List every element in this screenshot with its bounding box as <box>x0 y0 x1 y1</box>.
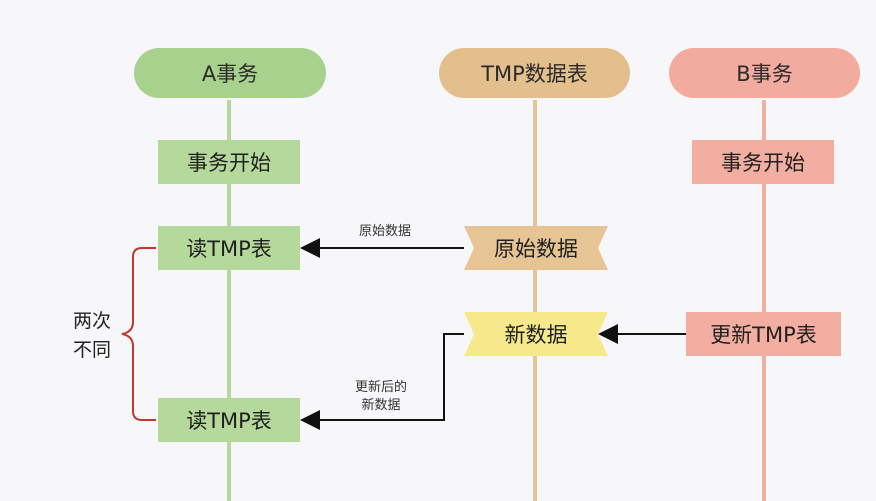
tmp-new-data: 新数据 <box>504 323 568 347</box>
difference-brace <box>121 247 156 421</box>
lane-tmp-lifeline <box>533 100 537 501</box>
tmp-new-data-shape <box>464 312 608 356</box>
lane-tmp-header: TMP数据表 <box>439 48 630 98</box>
arrow-label-original: 原始数据 <box>358 224 411 239</box>
arrow-new-to-read2 <box>300 333 464 430</box>
lane-b-header: B事务 <box>669 48 860 98</box>
brace-label-line2: 不同 <box>72 339 111 361</box>
lane-a-lifeline <box>227 100 231 501</box>
lane-a-header: A事务 <box>134 48 326 98</box>
lane-b-lifeline <box>762 100 766 501</box>
arrow-label-updated-line1: 更新后的 <box>354 380 407 395</box>
b-update-tmp: 更新TMP表 <box>686 312 841 356</box>
a-read-tmp-first: 读TMP表 <box>158 226 300 270</box>
tmp-original-data-shape <box>464 226 608 270</box>
tmp-original-data: 原始数据 <box>494 237 578 261</box>
b-transaction-start: 事务开始 <box>692 140 834 184</box>
arrow-label-updated-line2: 新数据 <box>361 398 401 413</box>
brace-label-line1: 两次 <box>72 310 111 332</box>
a-transaction-start: 事务开始 <box>158 140 300 184</box>
a-read-tmp-second: 读TMP表 <box>158 398 300 442</box>
